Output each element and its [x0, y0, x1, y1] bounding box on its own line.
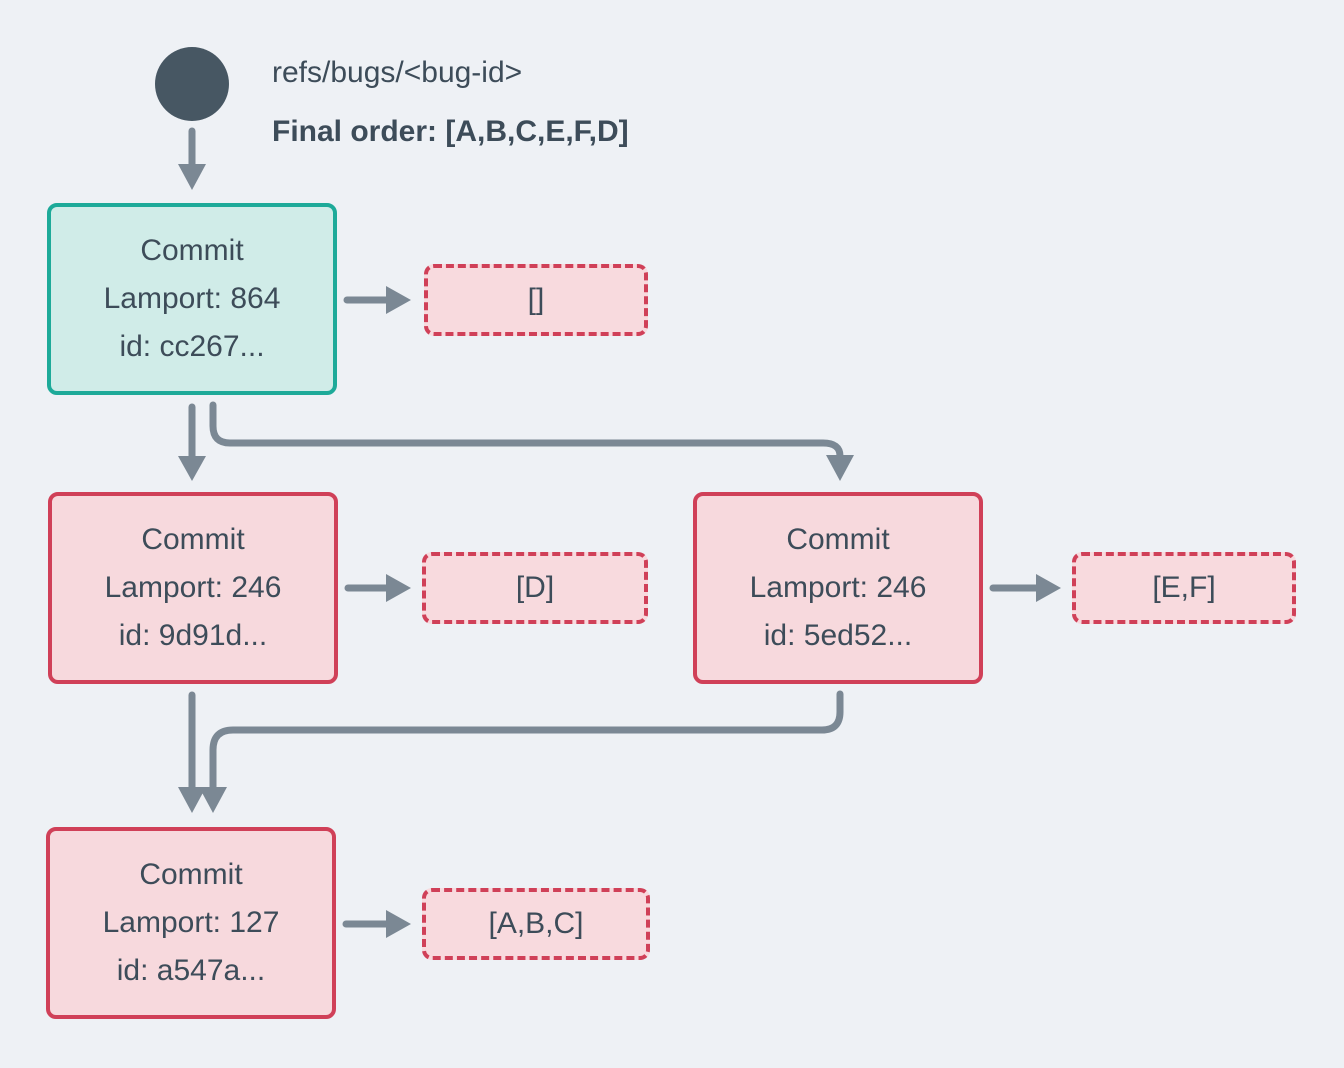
final-order-label: Final order: [A,B,C,E,F,D] [272, 115, 629, 148]
commit-id: id: a547a... [116, 954, 266, 987]
ops-box-d: [D] [422, 552, 648, 624]
ops-label: [A,B,C] [488, 907, 584, 940]
ops-box-abc: [A,B,C] [422, 888, 650, 960]
commit-node-cc267: Commit Lamport: 864 id: cc267... [47, 203, 337, 395]
ops-box-ef: [E,F] [1072, 552, 1296, 624]
edge-a547a-to-ops-abc [342, 910, 411, 938]
ops-label: [D] [515, 571, 555, 604]
commit-title: Commit [139, 858, 243, 891]
edge-5ed52-to-commit-a547a [199, 690, 844, 813]
commit-lamport: Lamport: 864 [103, 282, 281, 315]
edge-ref-to-head-commit [178, 127, 206, 190]
ref-node-circle [155, 47, 229, 121]
edge-head-to-ops-empty [343, 286, 411, 314]
commit-lamport: Lamport: 127 [102, 906, 280, 939]
edge-head-to-commit-9d91d [178, 403, 206, 481]
commit-title: Commit [786, 523, 890, 556]
ops-box-empty: [] [424, 264, 648, 336]
ops-label: [E,F] [1152, 571, 1216, 604]
commit-node-9d91d: Commit Lamport: 246 id: 9d91d... [48, 492, 338, 684]
ops-label: [] [527, 283, 545, 316]
commit-node-a547a: Commit Lamport: 127 id: a547a... [46, 827, 336, 1019]
commit-title: Commit [141, 523, 245, 556]
edge-5ed52-to-ops-ef [989, 574, 1061, 602]
commit-lamport: Lamport: 246 [749, 571, 927, 604]
edge-head-to-commit-5ed52 [209, 401, 854, 481]
commit-node-5ed52: Commit Lamport: 246 id: 5ed52... [693, 492, 983, 684]
edge-9d91d-to-commit-a547a [178, 691, 206, 813]
commit-lamport: Lamport: 246 [104, 571, 282, 604]
commit-id: id: cc267... [119, 330, 265, 363]
commit-id: id: 5ed52... [763, 619, 913, 652]
commit-title: Commit [140, 234, 244, 267]
commit-id: id: 9d91d... [118, 619, 268, 652]
edge-9d91d-to-ops-d [344, 574, 411, 602]
ref-path-label: refs/bugs/<bug-id> [272, 56, 523, 89]
